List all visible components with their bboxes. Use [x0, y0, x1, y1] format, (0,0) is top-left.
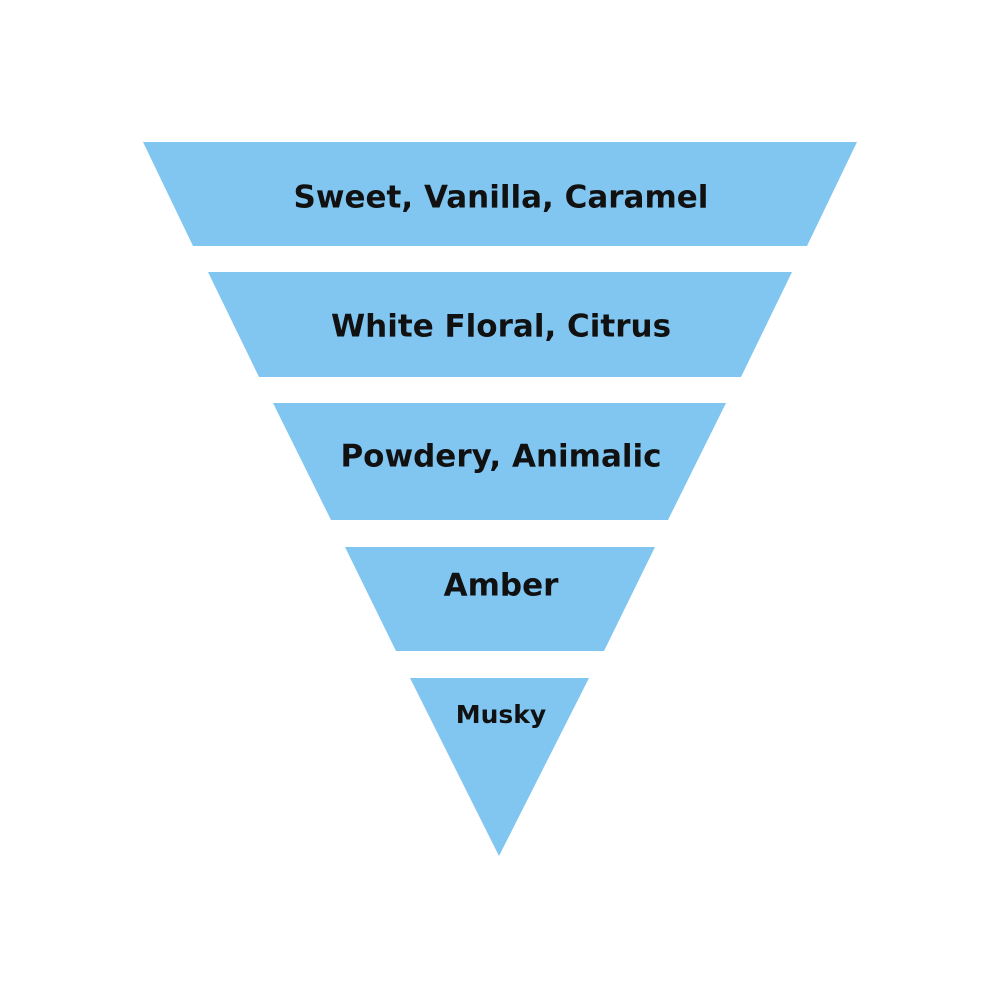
tier-1-label: Sweet, Vanilla, Caramel: [294, 180, 709, 216]
tier-5: Musky: [410, 678, 589, 856]
tier-2: White Floral, Citrus: [208, 272, 792, 377]
tier-4-label: Amber: [444, 568, 560, 604]
tier-3-label: Powdery, Animalic: [340, 439, 661, 475]
tier-3: Powdery, Animalic: [273, 403, 726, 520]
tier-4: Amber: [345, 547, 655, 651]
tier-1: Sweet, Vanilla, Caramel: [143, 142, 857, 246]
tier-5-label: Musky: [456, 700, 546, 729]
tier-2-label: White Floral, Citrus: [331, 309, 671, 345]
tier-2-shape: [208, 272, 792, 377]
tier-1-shape: [143, 142, 857, 246]
tier-3-shape: [273, 403, 726, 520]
tier-4-shape: [345, 547, 655, 651]
tier-5-shape: [410, 678, 589, 856]
